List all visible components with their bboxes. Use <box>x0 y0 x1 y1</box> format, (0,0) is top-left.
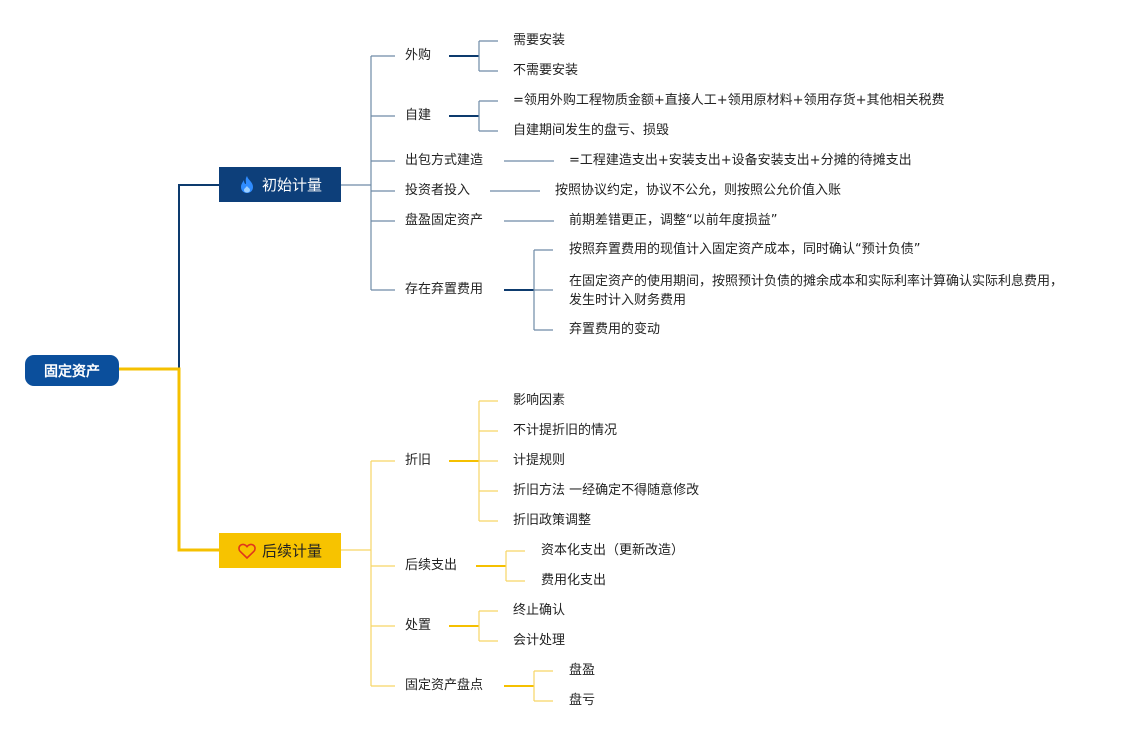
leaf-outsourced-formula[interactable]: =工程建造支出+安装支出+设备安装支出+分摊的待摊支出 <box>569 153 912 168</box>
topic-asset-count[interactable]: 固定资产盘点 <box>405 678 484 693</box>
leaf-disposal-present-value[interactable]: 按照弃置费用的现值计入固定资产成本，同时确认“预计负债” <box>569 242 921 257</box>
leaf-depreciation-rules[interactable]: 计提规则 <box>513 453 566 468</box>
heart-icon <box>238 541 256 561</box>
leaf-disposal-interest[interactable]: 在固定资产的使用期间，按照预计负债的摊余成本和实际利率计算确认实际利息费用，发生… <box>569 274 1064 308</box>
leaf-self-build-loss[interactable]: 自建期间发生的盘亏、损毁 <box>513 123 670 138</box>
leaf-no-install[interactable]: 不需要安装 <box>513 63 579 78</box>
topic-investor-input[interactable]: 投资者投入 <box>405 183 471 198</box>
leaf-influence-factors[interactable]: 影响因素 <box>513 393 566 408</box>
topic-depreciation[interactable]: 折旧 <box>405 453 432 468</box>
leaf-depreciation-method[interactable]: 折旧方法 一经确定不得随意修改 <box>513 483 700 498</box>
leaf-depreciation-policy[interactable]: 折旧政策调整 <box>513 513 592 528</box>
branch-subsequent[interactable]: 后续计量 <box>219 533 341 568</box>
leaf-surplus[interactable]: 盘盈 <box>569 663 596 678</box>
flame-icon <box>238 175 256 195</box>
leaf-investor-rule[interactable]: 按照协议约定，协议不公允，则按照公允价值入账 <box>555 183 842 198</box>
topic-disposal-cost[interactable]: 存在弃置费用 <box>405 282 484 297</box>
leaf-needs-install[interactable]: 需要安装 <box>513 33 566 48</box>
connector-root-subsequent <box>119 367 219 552</box>
topic-asset-surplus[interactable]: 盘盈固定资产 <box>405 213 484 228</box>
topic-self-build[interactable]: 自建 <box>405 108 432 123</box>
topic-purchase[interactable]: 外购 <box>405 48 432 63</box>
leaf-derecognition[interactable]: 终止确认 <box>513 603 566 618</box>
leaf-self-build-formula[interactable]: =领用外购工程物质金额+直接人工+领用原材料+领用存货+其他相关税费 <box>513 93 945 108</box>
leaf-capitalized-expense[interactable]: 资本化支出（更新改造） <box>541 543 685 558</box>
topic-disposal[interactable]: 处置 <box>405 618 432 633</box>
topic-subsequent-expense[interactable]: 后续支出 <box>405 558 458 573</box>
branch-initial[interactable]: 初始计量 <box>219 167 341 202</box>
initial-connectors <box>341 40 554 331</box>
connector-root-initial <box>178 184 219 368</box>
branch-subsequent-label: 后续计量 <box>261 542 322 560</box>
leaf-expensed[interactable]: 费用化支出 <box>541 573 607 588</box>
topic-outsourced-build[interactable]: 出包方式建造 <box>405 153 484 168</box>
leaf-shortage[interactable]: 盘亏 <box>569 693 596 708</box>
root-node[interactable]: 固定资产 <box>25 355 119 386</box>
branch-initial-label: 初始计量 <box>261 176 322 194</box>
leaf-no-depreciation-cases[interactable]: 不计提折旧的情况 <box>513 423 618 438</box>
leaf-prior-error[interactable]: 前期差错更正，调整“以前年度损益” <box>569 213 778 228</box>
leaf-disposal-change[interactable]: 弃置费用的变动 <box>569 322 661 337</box>
root-label: 固定资产 <box>44 363 100 380</box>
subsequent-connectors <box>341 400 553 702</box>
leaf-accounting-treatment[interactable]: 会计处理 <box>513 633 566 648</box>
